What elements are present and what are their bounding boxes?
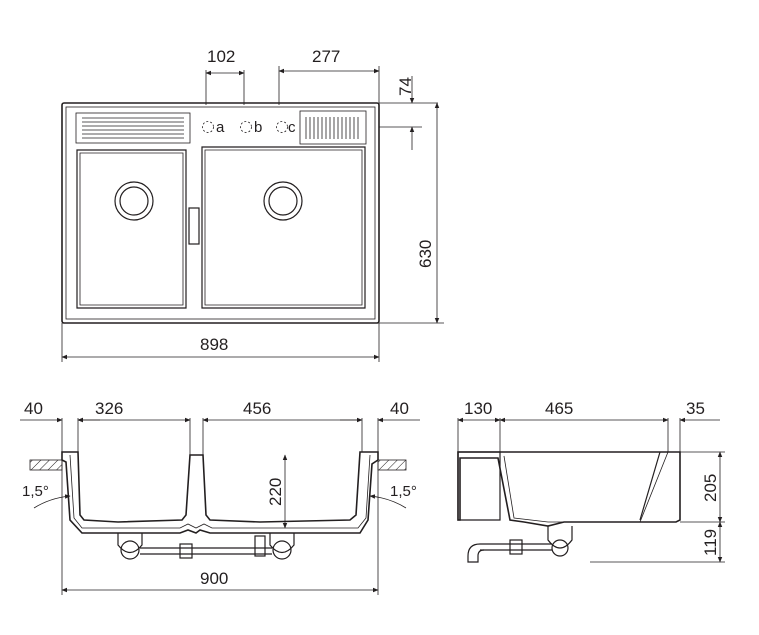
dim-465-label: 465: [545, 399, 573, 418]
dim-130: 130: [457, 399, 501, 452]
dim-630: 630: [379, 102, 444, 324]
countertop-right: [377, 459, 407, 471]
countertop-left: [29, 459, 63, 471]
left-drain-inner: [119, 186, 149, 216]
tap-hole-c-label: c: [288, 119, 296, 136]
front-sink-outline: [61, 451, 379, 534]
front-sink-inner: [69, 454, 371, 529]
dim-456: 456: [202, 399, 363, 455]
dim-898-label: 898: [200, 335, 228, 354]
dim-40-left: 40: [20, 399, 100, 452]
pipe-joint: [179, 543, 193, 559]
dim-74: 74: [379, 76, 438, 150]
angle-left-label: 1,5°: [22, 483, 49, 500]
side-trap-ring: [551, 539, 569, 557]
dim-35-label: 35: [686, 399, 705, 418]
dim-205: 205: [680, 451, 725, 523]
dim-130-label: 130: [464, 399, 492, 418]
overflow-slot: [188, 207, 200, 245]
dim-326: 326: [77, 399, 191, 455]
left-waste-fitting: [117, 533, 143, 554]
tap-hole-c: [276, 121, 288, 133]
tap-hole-a: [202, 121, 214, 133]
angle-right-label: 1,5°: [390, 483, 417, 500]
dim-102-label: 102: [207, 47, 235, 66]
tap-hole-b-label: b: [254, 119, 262, 136]
right-trap: [272, 540, 292, 560]
right-bowl: [201, 146, 366, 309]
side-sink-outline: [457, 451, 681, 527]
sink-outline: [61, 102, 380, 324]
dim-465: 465: [499, 399, 669, 452]
dim-205-label: 205: [701, 474, 720, 502]
dim-119: 119: [590, 521, 725, 563]
side-back-block: [457, 451, 501, 521]
dim-898: 898: [61, 323, 380, 362]
right-groove-lines: [305, 117, 359, 139]
side-pipe-joint: [509, 539, 523, 555]
right-bowl-inner: [204, 149, 363, 306]
dim-277-label: 277: [312, 47, 340, 66]
left-trap: [120, 540, 140, 560]
dim-35: 35: [679, 399, 720, 452]
dim-630-label: 630: [416, 240, 435, 268]
right-drain-inner: [268, 186, 298, 216]
dim-326-label: 326: [95, 399, 123, 418]
right-waste-fitting: [269, 533, 295, 554]
dim-220: 220: [266, 454, 288, 529]
angle-left: 1,5°: [22, 483, 71, 509]
tap-hole-a-label: a: [216, 119, 225, 136]
sink-inner-rim: [65, 106, 376, 320]
dim-456-label: 456: [243, 399, 271, 418]
side-trap: [547, 526, 573, 549]
top-view: a b c: [61, 47, 444, 362]
tap-holes: a b c: [202, 119, 296, 136]
front-section: 1,5° 1,5° 40 326 456 40: [20, 399, 420, 595]
dim-220-label: 220: [266, 478, 285, 506]
dim-74-label: 74: [396, 77, 415, 96]
tap-hole-b: [240, 121, 252, 133]
left-bowl: [76, 149, 187, 309]
dim-40-right-label: 40: [390, 399, 409, 418]
pipe-joint-2: [254, 535, 266, 557]
dim-40-left-label: 40: [24, 399, 43, 418]
dim-900: 900: [61, 460, 379, 595]
dim-40-right: 40: [340, 399, 420, 452]
side-front-wall: [639, 451, 661, 521]
angle-right: 1,5°: [369, 483, 417, 509]
drainer-groove-lines: [82, 117, 184, 139]
left-bowl-inner: [79, 152, 184, 306]
dim-119-label: 119: [701, 529, 720, 556]
side-pipe-elbow: [467, 543, 485, 563]
drainer-grooves-right: [299, 110, 367, 145]
right-drain: [263, 181, 303, 221]
dim-900-label: 900: [200, 569, 228, 588]
dim-277: 277: [278, 47, 380, 105]
dim-102: 102: [205, 47, 245, 105]
left-drain: [114, 181, 154, 221]
side-bowl-inner: [503, 451, 669, 523]
drainer-grooves-left: [75, 112, 191, 144]
side-section: 130 465 35 205 119: [457, 399, 725, 563]
